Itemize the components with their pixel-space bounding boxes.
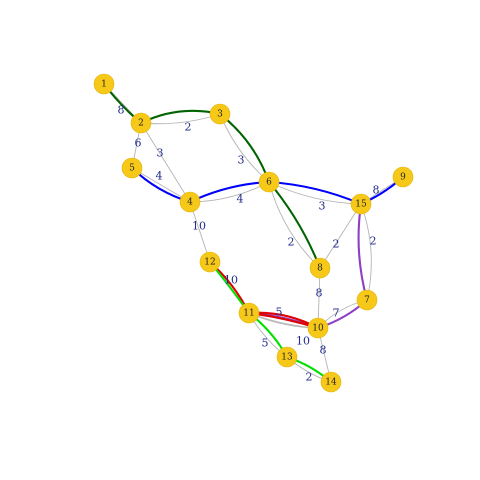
edge-weight-2-3: 2 (185, 121, 192, 134)
edge-weight-6-15: 3 (319, 200, 326, 213)
node-circle (258, 171, 280, 193)
edge-weight-3-6: 3 (238, 154, 245, 167)
edge-weight-15-7: 2 (370, 235, 377, 248)
node-circle (350, 193, 372, 215)
edge-weight-1-2: 8 (118, 104, 125, 117)
node-label: 14 (325, 378, 337, 388)
edge-weight-4-12: 10 (192, 220, 206, 233)
node-9: 9 (392, 166, 414, 188)
node-2: 2 (130, 112, 152, 134)
node-6: 6 (258, 171, 280, 193)
node-label: 2 (138, 119, 144, 129)
node-4: 4 (179, 191, 201, 213)
node-label: 4 (187, 198, 193, 208)
node-circle (392, 166, 414, 188)
node-circle (93, 73, 115, 95)
edge-weight-15-9: 8 (373, 184, 380, 197)
node-5: 5 (121, 157, 143, 179)
edge-weight-13-14: 2 (306, 371, 313, 384)
node-13: 13 (276, 346, 298, 368)
edge-2-4 (140, 122, 191, 203)
node-1: 1 (93, 73, 115, 95)
path-segment-2-3 (139, 109, 222, 125)
node-circle (130, 112, 152, 134)
node-8: 8 (309, 257, 331, 279)
path-segment-3-6 (218, 112, 271, 184)
node-circle (356, 289, 378, 311)
edge-weight-2-4: 3 (157, 147, 164, 160)
edge-weight-11-10: 10 (296, 335, 310, 348)
node-label: 1 (101, 80, 107, 90)
edge-weight-7-10: 7 (333, 307, 340, 320)
edge-3-6 (219, 113, 270, 183)
node-label: 8 (317, 264, 323, 274)
node-15: 15 (350, 193, 372, 215)
node-10: 10 (307, 317, 329, 339)
edge-weight-12-11: 10 (224, 274, 238, 287)
node-label: 9 (400, 173, 406, 183)
node-circle (121, 157, 143, 179)
node-circle (276, 346, 298, 368)
edge-weight-2-5: 6 (135, 137, 142, 150)
node-label: 7 (364, 296, 370, 306)
path-segment-4-6 (188, 180, 271, 204)
edge-weight-10-11: 5 (276, 306, 283, 319)
node-label: 12 (204, 258, 215, 268)
node-circle (199, 251, 221, 273)
node-circle (179, 191, 201, 213)
node-circle (309, 257, 331, 279)
node-14: 14 (320, 371, 342, 393)
node-circle (307, 317, 329, 339)
node-circle (238, 302, 260, 324)
path-segment-6-8 (267, 180, 322, 270)
node-label: 6 (266, 178, 272, 188)
edge-weight-15-8: 2 (333, 238, 340, 251)
node-circle (209, 103, 231, 125)
node-label: 13 (281, 353, 293, 363)
node-label: 5 (129, 164, 135, 174)
node-circle (320, 371, 342, 393)
node-label: 11 (243, 309, 254, 319)
node-3: 3 (209, 103, 231, 125)
edge-weight-4-6: 4 (237, 193, 244, 206)
edge-weight-5-4: 4 (156, 170, 163, 183)
edge-weight-8-10: 8 (316, 287, 323, 300)
edge-weight-6-8: 2 (288, 236, 295, 249)
edge-15-8 (319, 203, 362, 269)
edge-6-8 (268, 181, 321, 269)
node-label: 3 (217, 110, 223, 120)
edge-4-6 (189, 181, 270, 203)
node-11: 11 (238, 302, 260, 324)
node-7: 7 (356, 289, 378, 311)
node-label: 15 (355, 200, 367, 210)
node-label: 10 (312, 324, 324, 334)
edge-weight-10-14: 8 (320, 344, 327, 357)
node-12: 12 (199, 251, 221, 273)
edge-weight-11-13: 5 (262, 337, 269, 350)
